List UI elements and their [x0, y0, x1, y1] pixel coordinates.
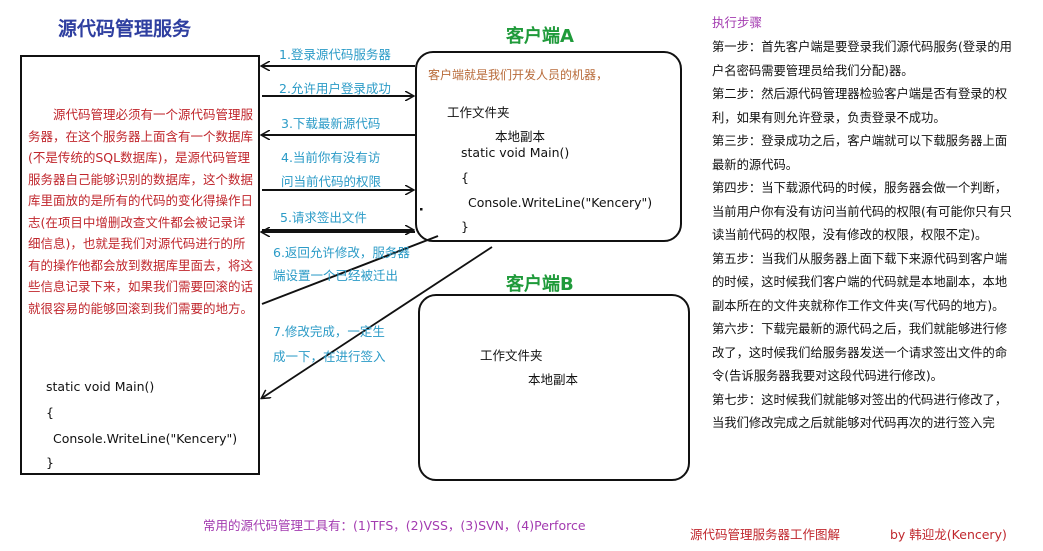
flow-step-6b: 端设置一个已经被迁出: [273, 268, 399, 283]
client-a-description: 客户端就是我们开发人员的机器，: [428, 68, 609, 82]
flow-step-2: 2.允许用户登录成功: [279, 81, 391, 96]
step-item-7: 第七步：这时候我们就能够对签出的代码进行修改了，当我们修改完成之后就能够对代码再…: [712, 392, 1008, 431]
client-b-workspace: 工作文件夹: [480, 348, 543, 363]
client-b-local-copy: 本地副本: [528, 372, 579, 387]
step-item-4: 第四步：当下载源代码的时候，服务器会做一个判断，当前用户你有没有访问当前代码的权…: [712, 181, 1012, 242]
flow-step-6a: 6.返回允许修改，服务器: [273, 245, 410, 260]
flow-step-5: 5.请求签出文件: [280, 210, 367, 225]
server-box: [20, 55, 260, 475]
client-b-box: [418, 294, 690, 481]
client-a-code-line-4: }: [461, 219, 469, 234]
flow-step-3: 3.下载最新源代码: [281, 116, 381, 131]
step-item-5: 第五步：当我们从服务器上面下载下来源代码到客户端的时候，这时候我们客户端的代码就…: [712, 251, 1008, 313]
client-a-code-line-3: Console.WriteLine("Kencery"): [468, 195, 653, 210]
client-a-workspace: 工作文件夹: [447, 105, 510, 120]
client-a-title: 客户端A: [506, 26, 574, 47]
client-a-local-copy: 本地副本: [495, 129, 546, 144]
server-code-line-4: }: [46, 455, 54, 470]
footer-author: by 韩迎龙(Kencery): [890, 527, 1007, 542]
step-item-2: 第二步：然后源代码管理器检验客户端是否有登录的权利，如果有则允许登录，负责登录不…: [712, 87, 1008, 125]
footer-caption: 源代码管理服务器工作图解: [690, 527, 841, 542]
arrow-step-7b: [262, 246, 493, 398]
step-6-marker: [420, 208, 423, 211]
step-item-1: 第一步：首先客户端是要登录我们源代码服务(登录的用户名密码需要管理员给我们分配)…: [712, 40, 1012, 78]
flow-step-7a: 7.修改完成，一定生: [273, 324, 385, 339]
server-code-line-1: static void Main(): [46, 379, 155, 394]
footer-tools: 常用的源代码管理工具有：(1)TFS，(2)VSS，(3)SVN，(4)Perf…: [203, 518, 586, 533]
steps-list: 第一步：首先客户端是要登录我们源代码服务(登录的用户名密码需要管理员给我们分配)…: [712, 36, 1018, 436]
client-a-box: [415, 51, 682, 242]
flow-step-4a: 4.当前你有没有访: [281, 150, 381, 165]
server-code-line-3: Console.WriteLine("Kencery"): [53, 431, 238, 446]
step-item-6: 第六步：下载完最新的源代码之后，我们就能够进行修改了，这时候我们给服务器发送一个…: [712, 322, 1008, 383]
step-item-3: 第三步：登录成功之后，客户端就可以下载服务器上面最新的源代码。: [712, 134, 1008, 172]
flow-step-7b: 成一下，在进行签入: [273, 349, 386, 364]
flow-step-4b: 问当前代码的权限: [281, 174, 382, 189]
flow-step-1: 1.登录源代码服务器: [279, 47, 391, 62]
steps-heading: 执行步骤: [712, 15, 763, 30]
server-title: 源代码管理服务: [58, 18, 192, 40]
client-a-code-line-1: static void Main(): [461, 145, 570, 160]
client-b-title: 客户端B: [506, 274, 574, 295]
client-a-code-line-2: {: [461, 170, 469, 185]
arrow-step-7a: [261, 235, 439, 305]
server-description: 源代码管理必须有一个源代码管理服务器，在这个服务器上面含有一个数据库(不是传统的…: [28, 107, 254, 316]
server-code-line-2: {: [46, 405, 54, 420]
